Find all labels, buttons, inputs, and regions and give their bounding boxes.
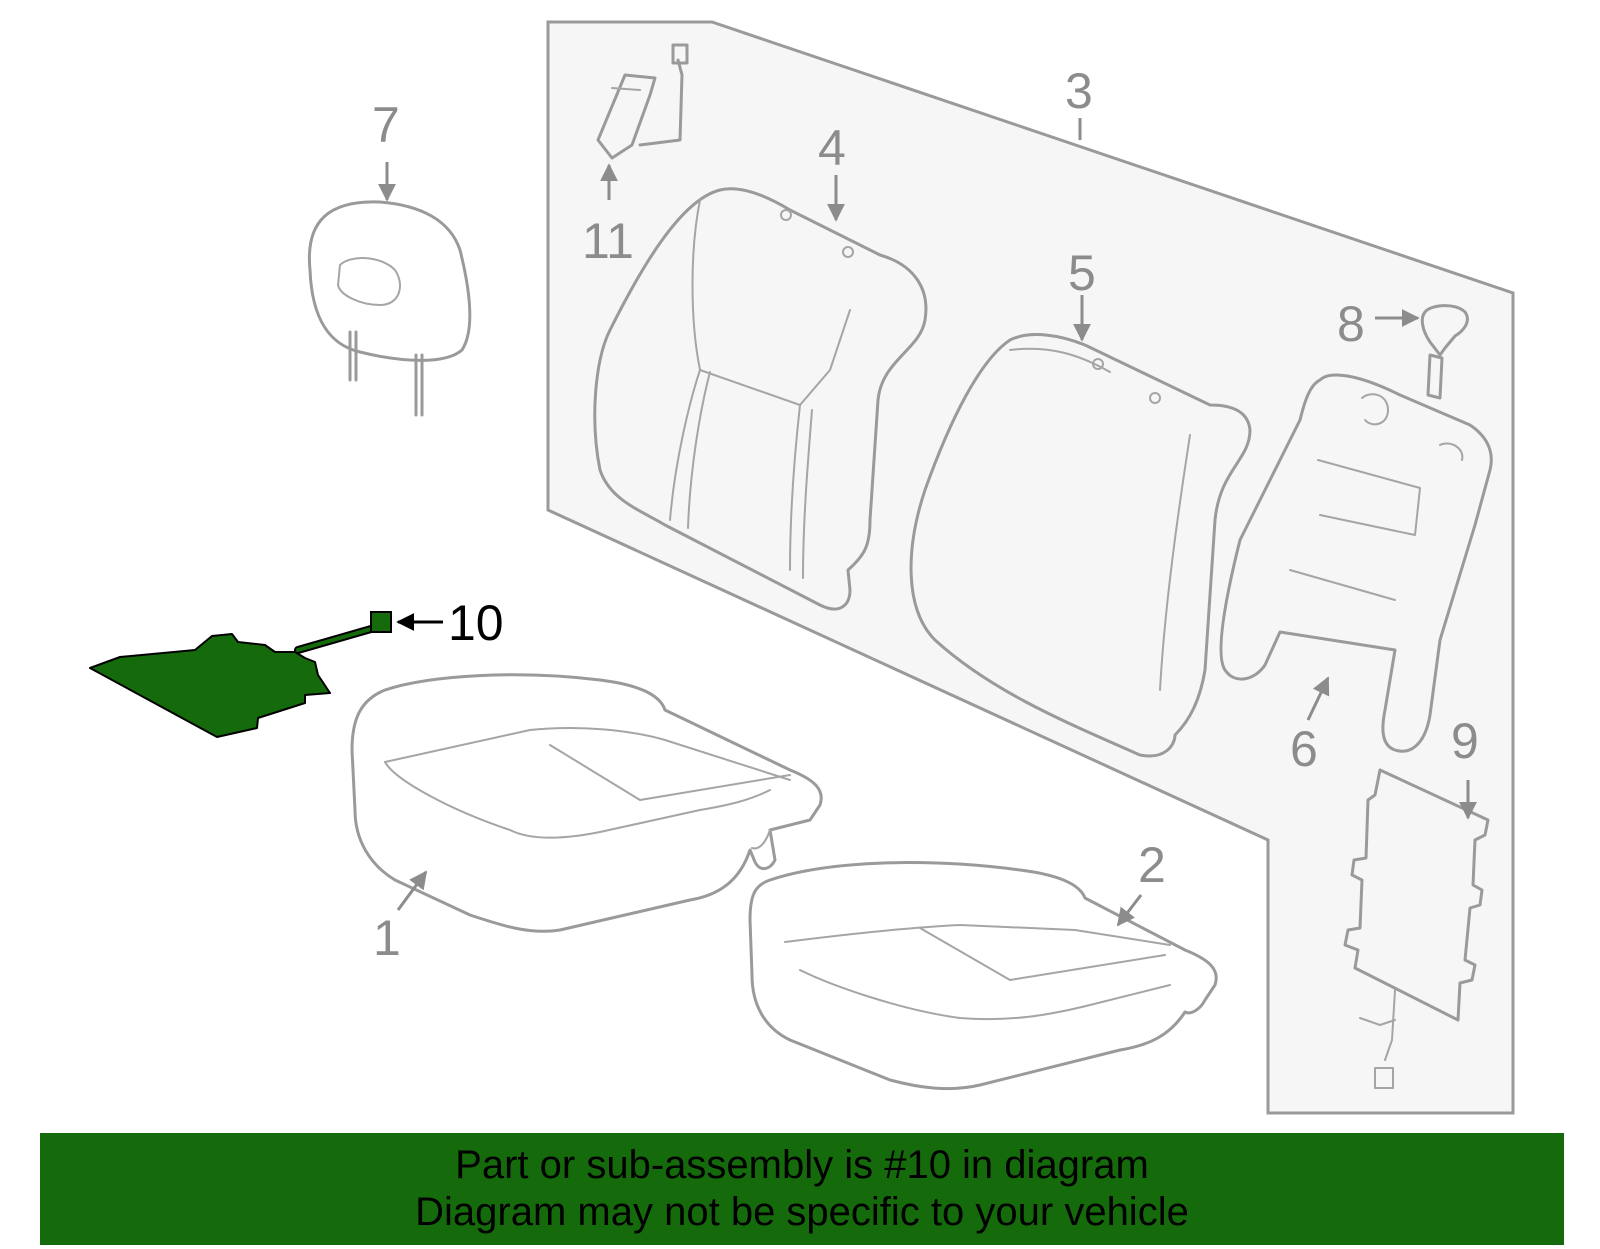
switch-part[interactable]	[596, 43, 689, 160]
callout-1: 1	[373, 910, 401, 966]
callout-10: 10	[448, 595, 504, 651]
headrest-part[interactable]	[307, 200, 472, 417]
seatback-assembly-panel	[546, 20, 1515, 1115]
banner-line-part-number: Part or sub-assembly is #10 in diagram	[455, 1143, 1149, 1187]
callout-6: 6	[1290, 721, 1318, 777]
callout-7: 7	[372, 97, 400, 153]
callout-11: 11	[582, 213, 634, 269]
callout-8: 8	[1337, 296, 1365, 352]
banner-line-disclaimer: Diagram may not be specific to your vehi…	[415, 1190, 1189, 1234]
callout-2: 2	[1138, 837, 1166, 893]
callout-5: 5	[1068, 245, 1096, 301]
seatback-frame-part[interactable]	[1219, 373, 1493, 753]
callout-4: 4	[818, 120, 846, 176]
seat-cushion-cover-part[interactable]	[350, 673, 823, 933]
callout-labels: 7 11 4 3 5 8 6 9 1 2 10	[372, 63, 1479, 966]
seatback-cover-part[interactable]	[593, 187, 928, 611]
seatback-pad-part[interactable]	[909, 333, 1252, 758]
callout-3: 3	[1065, 63, 1093, 119]
parts-diagram: 7 11 4 3 5 8 6 9 1 2 10	[89, 20, 1515, 1115]
seat-sensor-mat-part[interactable]	[89, 611, 392, 738]
back-board-part[interactable]	[1343, 768, 1490, 1089]
callout-9: 9	[1451, 713, 1479, 769]
seat-cushion-pad-part[interactable]	[748, 861, 1218, 1091]
leader-lines	[378, 118, 1477, 927]
info-banner: Part or sub-assembly is #10 in diagram D…	[40, 1133, 1564, 1245]
knob-part[interactable]	[1420, 304, 1469, 400]
